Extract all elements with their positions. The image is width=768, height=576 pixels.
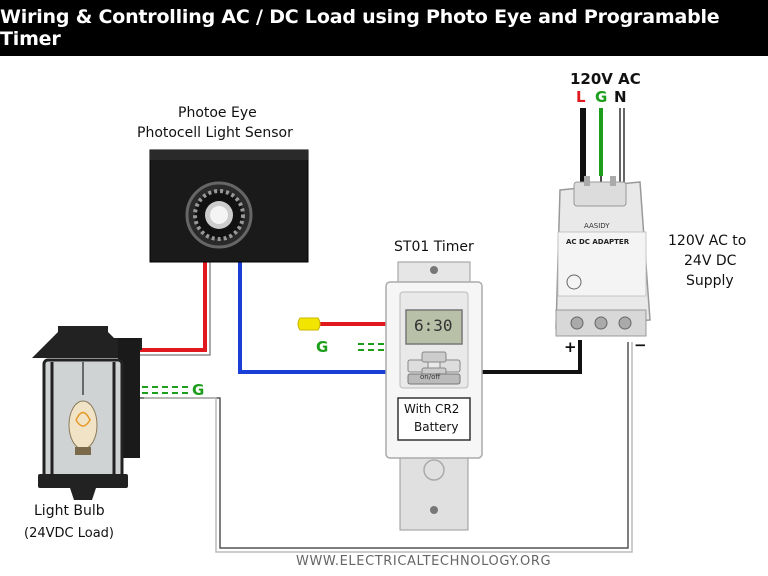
- lamp-sublabel: (24VDC Load): [24, 526, 114, 541]
- adapter-plus: +: [564, 338, 577, 356]
- timer-button-label: on/off: [420, 373, 441, 381]
- lamp-ground-wire: [142, 386, 188, 394]
- timer-ground-tag: G: [316, 338, 329, 356]
- adapter-desc-line1: 120V AC to: [668, 233, 747, 249]
- lamp-label: Light Bulb: [34, 503, 105, 519]
- photocell-wires: [140, 240, 390, 374]
- supply-neutral-label: N: [614, 88, 627, 106]
- timer-name: ST01 Timer: [394, 239, 474, 255]
- ac-dc-adapter: [555, 176, 651, 337]
- supply-wires: [580, 108, 625, 190]
- supply-line-label: L: [576, 88, 586, 106]
- timer-display: 6:30: [414, 316, 453, 335]
- photo-eye-title-line1: Photoe Eye: [178, 105, 257, 121]
- photocell-sensor: [149, 149, 309, 263]
- timer-battery-line1: With CR2: [404, 402, 460, 416]
- timer-wires: [316, 322, 582, 374]
- adapter-desc-line3: Supply: [686, 273, 734, 289]
- lamp-ground-tag: G: [192, 381, 205, 399]
- adapter-minus: −: [634, 336, 647, 354]
- adapter-brand: AASIDY: [584, 222, 610, 230]
- adapter-desc-line2: 24V DC: [684, 253, 737, 269]
- st01-timer: [385, 261, 483, 531]
- return-wire: [140, 342, 633, 553]
- yellow-wire-nut: [297, 317, 321, 331]
- lamp-fixture: [32, 326, 142, 500]
- photo-eye-title-line2: Photocell Light Sensor: [137, 125, 293, 141]
- supply-voltage-label: 120V AC: [570, 70, 641, 88]
- timer-battery-line2: Battery: [414, 420, 459, 434]
- footer-url: WWW.ELECTRICALTECHNOLOGY.ORG: [296, 554, 552, 569]
- adapter-type: AC DC ADAPTER: [566, 238, 630, 246]
- diagram-title: Wiring & Controlling AC / DC Load using …: [0, 0, 768, 56]
- supply-ground-label: G: [595, 88, 608, 106]
